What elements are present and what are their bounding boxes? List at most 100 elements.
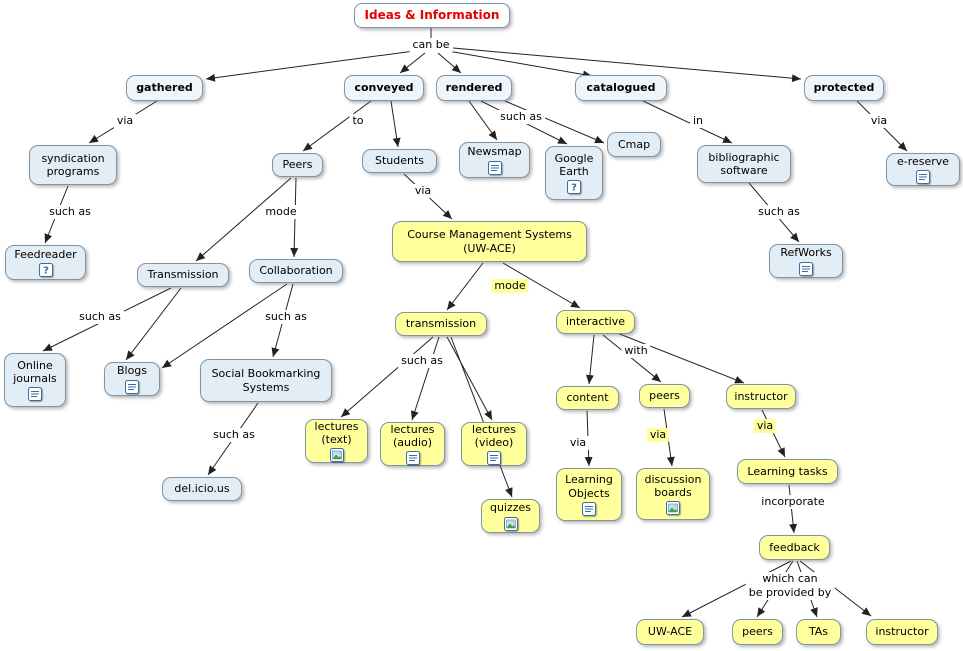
link-label-via-instructor[interactable]: via	[753, 419, 777, 433]
node-label: Course Management Systems (UW-ACE)	[407, 228, 572, 255]
node-transmission-mode[interactable]: transmission	[395, 312, 487, 336]
document-icon[interactable]	[125, 379, 139, 394]
node-rendered[interactable]: rendered	[436, 75, 512, 101]
link-label-such-as-bibliographic[interactable]: such as	[755, 205, 803, 219]
image-icon[interactable]	[666, 501, 680, 516]
svg-text:?: ?	[43, 266, 49, 277]
link-label-such-as-rendered[interactable]: such as	[497, 110, 545, 124]
node-e-reserve[interactable]: e-reserve	[886, 153, 960, 186]
node-label: instructor	[875, 625, 929, 639]
node-catalogued[interactable]: catalogued	[575, 75, 667, 101]
link-label-such-as-syndication[interactable]: such as	[46, 205, 94, 219]
node-label: gathered	[136, 81, 193, 95]
node-label: peers	[742, 625, 773, 639]
node-social-bookmarking-systems[interactable]: Social Bookmarking Systems	[200, 359, 332, 402]
node-label: interactive	[565, 315, 626, 329]
node-label: quizzes	[489, 501, 532, 515]
node-label: Blogs	[116, 364, 148, 378]
document-icon[interactable]	[487, 160, 502, 175]
node-lectures-text[interactable]: lectures (text)	[305, 419, 368, 463]
svg-text:?: ?	[571, 183, 577, 194]
question-icon[interactable]: ?	[567, 180, 581, 195]
node-label: Google Earth	[554, 151, 594, 178]
node-conveyed[interactable]: conveyed	[344, 75, 424, 101]
node-del-icio-us[interactable]: del.icio.us	[162, 477, 242, 501]
link-label-which-can-be-provided-by[interactable]: which can be provided by	[745, 572, 835, 600]
link-label-such-as-social-bookmarking[interactable]: such as	[210, 428, 258, 442]
document-icon[interactable]	[916, 170, 930, 185]
node-tas[interactable]: TAs	[796, 619, 841, 645]
node-syndication-programs[interactable]: syndication programs	[29, 145, 117, 185]
node-label: TAs	[808, 625, 829, 639]
link-label-to-conveyed[interactable]: to	[349, 114, 367, 128]
document-icon[interactable]	[799, 261, 813, 276]
node-transmission-peers[interactable]: Transmission	[137, 263, 229, 287]
node-discussion-boards[interactable]: discussion boards	[636, 468, 710, 520]
node-learning-objects[interactable]: Learning Objects	[556, 468, 622, 521]
node-newsmap[interactable]: Newsmap	[459, 142, 530, 178]
node-feedback[interactable]: feedback	[759, 535, 830, 560]
link-label-via-content[interactable]: via	[566, 436, 590, 450]
node-label: Learning tasks	[747, 464, 828, 478]
node-label: lectures (text)	[314, 419, 359, 446]
image-icon[interactable]	[503, 516, 518, 531]
node-label: Learning Objects	[565, 473, 613, 500]
link-label-via-gathered[interactable]: via	[113, 114, 137, 128]
node-feedreader[interactable]: Feedreader ?	[5, 245, 86, 280]
node-protected[interactable]: protected	[804, 75, 884, 101]
question-icon[interactable]: ?	[38, 263, 53, 278]
link-label-such-as-transmission[interactable]: such as	[76, 310, 124, 324]
node-label: Students	[374, 154, 425, 168]
node-collaboration[interactable]: Collaboration	[249, 259, 343, 283]
link-label-with-interactive[interactable]: with	[621, 344, 651, 358]
image-icon[interactable]	[329, 448, 344, 463]
node-peers-interactive[interactable]: peers	[639, 384, 690, 408]
document-icon[interactable]	[582, 501, 596, 516]
node-google-earth[interactable]: Google Earth ?	[545, 146, 603, 200]
node-label: content	[566, 391, 609, 405]
link-label-incorporate[interactable]: incorporate	[758, 495, 828, 509]
node-instructor-provider[interactable]: instructor	[866, 619, 938, 645]
node-peers-provider[interactable]: peers	[732, 619, 783, 645]
link-label-can-be[interactable]: can be	[409, 38, 453, 52]
link-label-via-protected[interactable]: via	[867, 114, 891, 128]
node-course-management-systems[interactable]: Course Management Systems (UW-ACE)	[392, 221, 587, 262]
node-label: Collaboration	[259, 264, 333, 278]
link-label-such-as-collaboration[interactable]: such as	[262, 310, 310, 324]
node-label: conveyed	[354, 81, 414, 95]
link-label-via-students[interactable]: via	[411, 184, 435, 198]
node-peers-conveyed[interactable]: Peers	[272, 153, 323, 177]
document-icon[interactable]	[487, 451, 501, 466]
node-uw-ace[interactable]: UW-ACE	[636, 619, 704, 645]
node-interactive[interactable]: interactive	[556, 310, 635, 334]
node-label: lectures (video)	[472, 422, 516, 449]
node-quizzes[interactable]: quizzes	[481, 499, 540, 533]
link-label-such-as-cms-transmission[interactable]: such as	[398, 354, 446, 368]
node-label: RefWorks	[780, 246, 832, 260]
node-refworks[interactable]: RefWorks	[769, 244, 843, 278]
node-lectures-video[interactable]: lectures (video)	[461, 422, 527, 466]
node-gathered[interactable]: gathered	[126, 75, 203, 101]
node-label: Newsmap	[467, 145, 522, 159]
node-label: Ideas & Information	[364, 8, 500, 23]
node-students[interactable]: Students	[362, 149, 437, 173]
node-bibliographic-software[interactable]: bibliographic software	[697, 145, 791, 183]
document-icon[interactable]	[28, 387, 42, 402]
node-instructor-interactive[interactable]: instructor	[726, 384, 796, 409]
node-ideas-information[interactable]: Ideas & Information	[354, 3, 510, 28]
node-label: Social Bookmarking Systems	[211, 367, 321, 394]
link-label-in-catalogued[interactable]: in	[689, 114, 707, 128]
node-label: feedback	[769, 540, 820, 554]
link-label-mode-cms[interactable]: mode	[491, 279, 529, 293]
link-label-via-peers[interactable]: via	[646, 428, 670, 442]
node-learning-tasks[interactable]: Learning tasks	[737, 459, 838, 484]
node-content[interactable]: content	[556, 386, 619, 410]
document-icon[interactable]	[405, 451, 420, 466]
node-online-journals[interactable]: Online journals	[4, 353, 66, 407]
node-label: e-reserve	[896, 154, 950, 168]
node-lectures-audio[interactable]: lectures (audio)	[380, 422, 445, 466]
node-cmap[interactable]: Cmap	[607, 132, 661, 157]
node-blogs[interactable]: Blogs	[104, 362, 160, 396]
link-label-mode-peers[interactable]: mode	[262, 205, 300, 219]
